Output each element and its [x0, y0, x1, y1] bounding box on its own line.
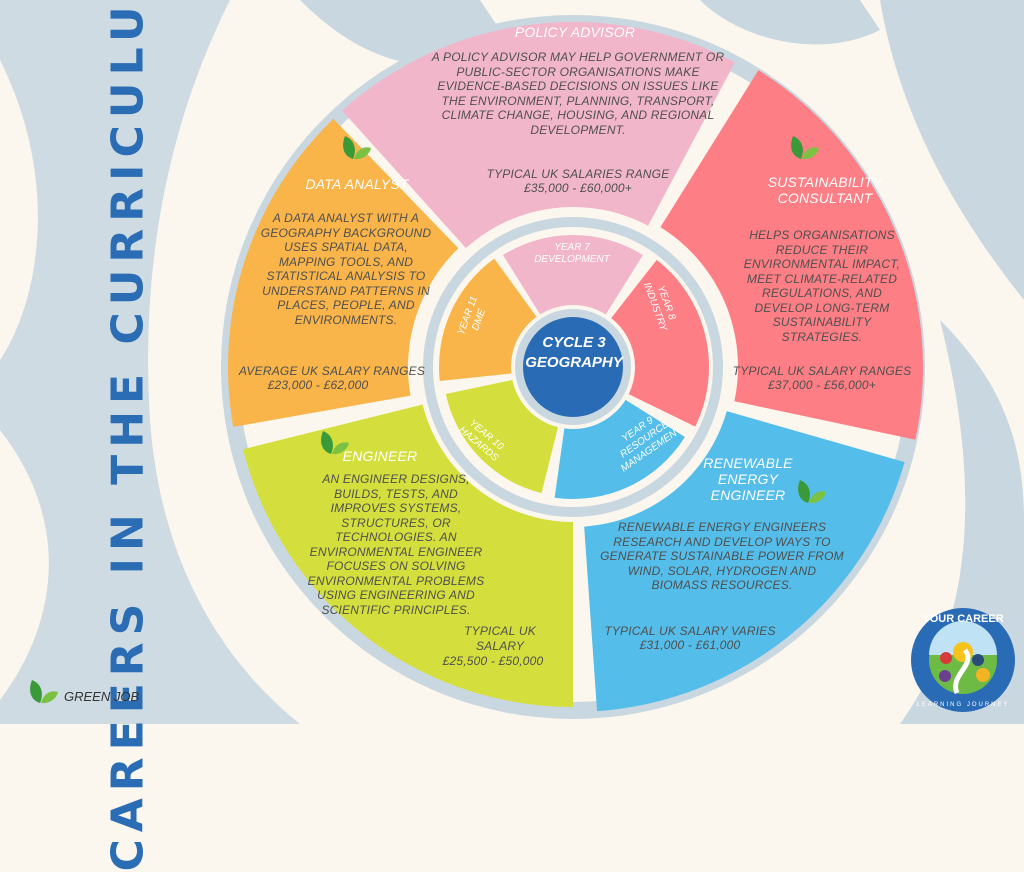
sustainability-body: HELPS ORGANISATIONS REDUCE THEIR ENVIRON…	[743, 228, 901, 344]
segment-year-8	[611, 259, 709, 427]
engineer-salary-label: TYPICAL UK SALARY	[464, 624, 536, 653]
engineer-salary: £25,500 - £50,000	[442, 654, 544, 668]
center-circle	[523, 317, 623, 417]
segment-policy	[342, 21, 735, 249]
policy-salary: £35,000 - £60,000+	[523, 181, 633, 195]
policy-title: POLICY ADVISOR	[514, 24, 636, 40]
segment-year-7	[503, 235, 643, 315]
segment-renewable	[584, 411, 905, 712]
policy-salary-label: TYPICAL UK SALARIES RANGE	[486, 167, 670, 181]
svg-text:LEARNING JOURNEY: LEARNING JOURNEY	[916, 702, 1009, 708]
leaf-icon	[319, 431, 349, 460]
renewable-salary: £31,000 - £61,000	[639, 638, 741, 652]
artwork: YOUR CAREER LEARNING JOURNEY	[0, 0, 1024, 724]
data-analyst-title: DATA ANALYST	[305, 176, 409, 192]
data-analyst-body: A DATA ANALYST WITH A GEOGRAPHY BACKGROU…	[260, 211, 432, 327]
poster-title: CAREERS IN THE CURRICULUM	[102, 0, 154, 872]
segment-year-10	[445, 379, 559, 494]
segment-year-9	[554, 399, 685, 500]
policy-body: A POLICY ADVISOR MAY HELP GOVERNMENT OR …	[431, 50, 725, 137]
renewable-salary-label: TYPICAL UK SALARY VARIES	[604, 624, 776, 638]
segment-data-analyst	[228, 118, 459, 427]
data-analyst-salary-label: AVERAGE UK SALARY RANGES	[238, 364, 426, 378]
leaf-icon	[796, 480, 826, 509]
legend-label: GREEN JOB	[64, 689, 140, 704]
segment-year-11	[439, 258, 537, 382]
segment-engineer	[243, 404, 573, 707]
sustainability-title: SUSTAINABILITY CONSULTANT	[767, 174, 883, 206]
renewable-title: RENEWABLE ENERGY ENGINEER	[703, 455, 793, 503]
segment-sustainability	[660, 70, 923, 440]
engineer-title: ENGINEER	[342, 448, 418, 464]
engineer-body: AN ENGINEER DESIGNS, BUILDS, TESTS, AND …	[307, 472, 485, 617]
renewable-body: RENEWABLE ENERGY ENGINEERS RESEARCH AND …	[600, 520, 844, 592]
leaf-icon	[789, 136, 819, 165]
data-analyst-salary: £23,000 - £62,000	[267, 378, 369, 392]
svg-text:YOUR CAREER: YOUR CAREER	[922, 613, 1003, 625]
leaf-icon	[341, 136, 371, 165]
leaf-icon	[28, 680, 58, 709]
logo: YOUR CAREER LEARNING JOURNEY	[911, 608, 1015, 712]
sustainability-salary-label: TYPICAL UK SALARY RANGES	[732, 364, 912, 378]
sustainability-salary: £37,000 - £56,000+	[767, 378, 877, 392]
